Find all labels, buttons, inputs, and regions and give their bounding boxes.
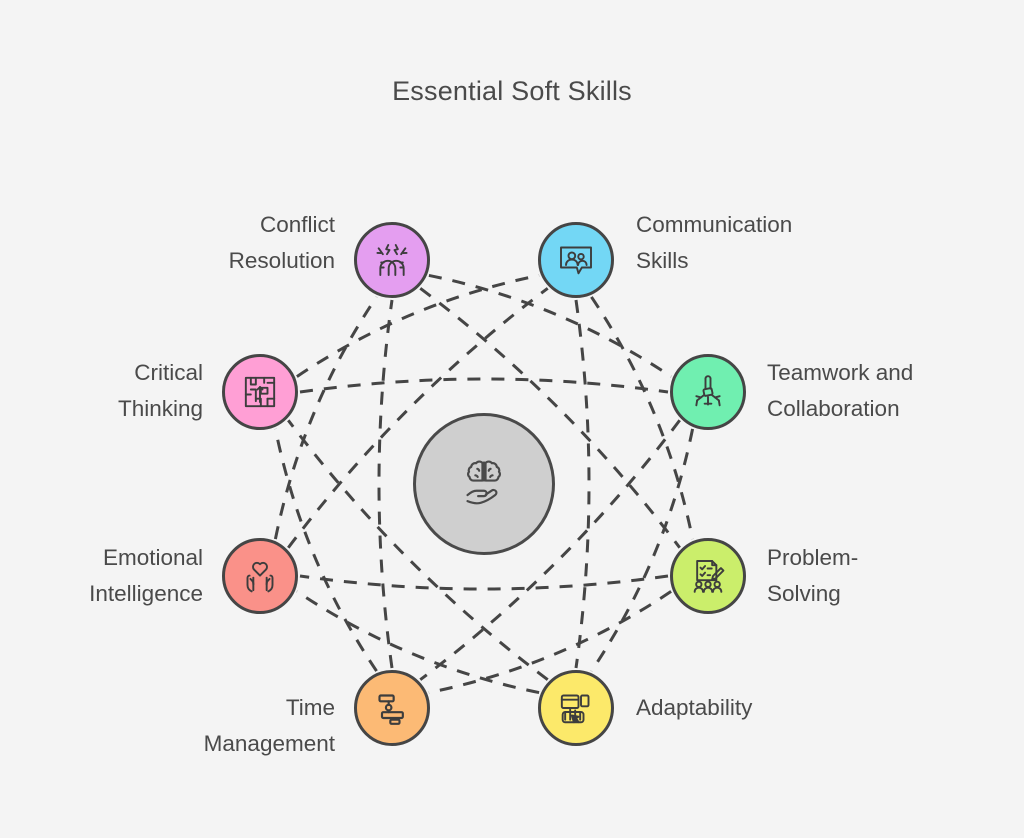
node-teamwork-and-collaboration[interactable]: [670, 354, 746, 430]
connector-time-management-to-conflict-resolution: [377, 299, 394, 669]
connector-emotional-intelligence-to-conflict-resolution: [273, 296, 378, 540]
connector-adaptability-to-critical-thinking: [287, 419, 549, 681]
node-conflict-resolution[interactable]: [354, 222, 430, 298]
node-critical-thinking[interactable]: [222, 354, 298, 430]
connector-adaptability-to-emotional-intelligence: [296, 590, 540, 695]
connector-conflict-resolution-to-problem-solving: [419, 287, 681, 549]
connector-communication-skills-to-adaptability: [574, 299, 591, 669]
joined-hands-icon: [688, 372, 728, 412]
connector-teamwork-and-collaboration-to-adaptability: [590, 428, 695, 672]
node-adaptability[interactable]: [538, 670, 614, 746]
checklist-pencil-team-icon: [688, 556, 728, 596]
label-problem-solving: Problem- Solving: [767, 545, 859, 606]
connector-critical-thinking-to-communication-skills: [296, 273, 540, 378]
label-time-management: Time Management: [203, 695, 335, 756]
speech-bubble-people-icon: [556, 240, 596, 280]
screens-hand-icon: [556, 688, 596, 728]
node-problem-solving[interactable]: [670, 538, 746, 614]
connector-problem-solving-to-emotional-intelligence: [299, 574, 669, 591]
heart-in-hands-icon: [240, 556, 280, 596]
node-communication-skills[interactable]: [538, 222, 614, 298]
conflict-heads-icon: [372, 240, 412, 280]
page-title: Essential Soft Skills: [392, 76, 632, 106]
node-time-management[interactable]: [354, 670, 430, 746]
connector-problem-solving-to-time-management: [428, 590, 672, 695]
label-communication-skills: Communication Skills: [636, 212, 793, 273]
connector-critical-thinking-to-teamwork-and-collaboration: [299, 377, 669, 394]
brain-in-hand-icon: [451, 449, 517, 520]
hub-node[interactable]: [413, 413, 555, 555]
gantt-chart-icon: [372, 688, 412, 728]
maze-icon: [240, 372, 280, 412]
label-conflict-resolution: Conflict Resolution: [228, 212, 335, 273]
connector-time-management-to-critical-thinking: [273, 428, 378, 672]
connector-communication-skills-to-problem-solving: [590, 296, 695, 540]
label-emotional-intelligence: Emotional Intelligence: [89, 545, 203, 606]
connector-conflict-resolution-to-teamwork-and-collaboration: [428, 273, 672, 378]
connector-emotional-intelligence-to-communication-skills: [287, 287, 549, 549]
label-teamwork-and-collaboration: Teamwork and Collaboration: [767, 360, 914, 421]
node-emotional-intelligence[interactable]: [222, 538, 298, 614]
label-critical-thinking: Critical Thinking: [117, 360, 203, 421]
connector-teamwork-and-collaboration-to-time-management: [419, 419, 681, 681]
label-adaptability: Adaptability: [636, 695, 753, 720]
